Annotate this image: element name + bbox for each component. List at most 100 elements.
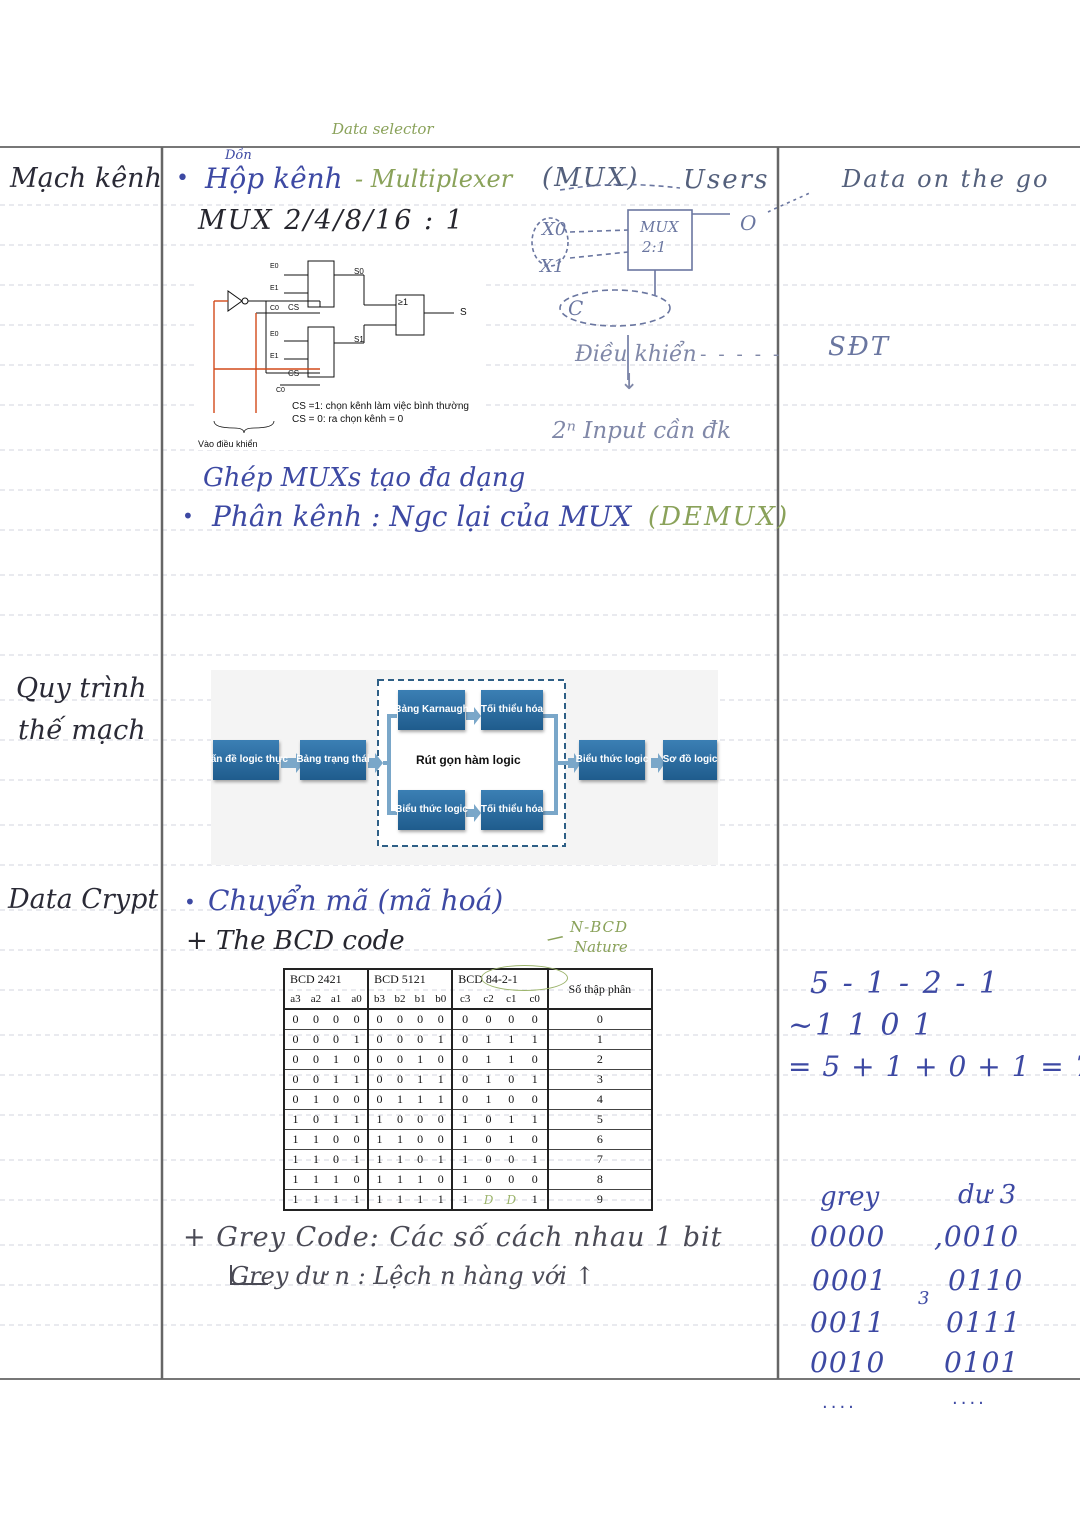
table-cell: 1 [430, 1029, 453, 1050]
table-cell: 0 [326, 1008, 347, 1030]
table-cell: 1 [451, 1149, 478, 1170]
table-cell: 0 [326, 1089, 347, 1110]
table-cell: 0 [346, 1129, 369, 1150]
table-cell: 0 [522, 1008, 548, 1030]
crypt-bullet: Chuyển mã (mã hoá) [208, 884, 504, 917]
table-cell: 0 [283, 1089, 306, 1110]
table-cell: 1 [477, 1069, 500, 1090]
mux-note-2: CS = 0: ra chọn kênh = 0 [292, 414, 404, 425]
table-cell: 1 [499, 1029, 523, 1050]
logic-flow-diagram: Vấn đề logic thực Bảng trạng thái Bảng K… [204, 670, 718, 865]
table-cell: 1 [522, 1109, 548, 1130]
lbl-e0-bottom: E0 [270, 331, 279, 338]
lbl-s1: S1 [354, 335, 364, 344]
table-cell: 9 [546, 1189, 654, 1211]
table-cell: 1 [326, 1169, 347, 1190]
table-cell: 0 [499, 1069, 523, 1090]
table-cell: 0 [410, 1129, 431, 1150]
sketch-box-2: 2:1 [641, 238, 666, 256]
annot-nbcd: N-BCD [570, 918, 628, 936]
lbl-e1-bottom: E1 [270, 353, 279, 360]
table-cell: 1 [451, 1189, 478, 1211]
flow-box-min2: Tối thiểu hóa [481, 790, 543, 830]
table-cell: 0 [546, 1008, 654, 1030]
table-cell: 0 [390, 1109, 411, 1130]
three-mark: 3 [918, 1288, 930, 1309]
lbl-cs-top: CS [288, 303, 300, 312]
sketch-x1: X1 [538, 256, 564, 277]
grey-line: + Grey Code: Các số cách nhau 1 bit [183, 1222, 723, 1253]
calc-line-2: ~1 1 0 1 [788, 1008, 935, 1043]
bcd-subheader-cell: a1 [330, 992, 342, 1005]
table-cell: 0 [410, 1029, 431, 1050]
table-cell: 0 [283, 1029, 306, 1050]
table-cell: 0 [410, 1109, 431, 1130]
table-cell: 1 [326, 1049, 347, 1070]
bullet-icon-3: • [184, 890, 196, 914]
table-cell: 0 [346, 1008, 369, 1030]
table-cell: 0 [367, 1049, 390, 1070]
bcd-subheader-cell: c3 [451, 989, 478, 1009]
lbl-cs-bottom: CS [288, 369, 300, 378]
table-cell: 0 [451, 1069, 478, 1090]
bcd-subheader-cell: a0 [351, 992, 362, 1005]
annot-dieu-khien: Điều khiển [575, 342, 697, 367]
table-cell: 0 [451, 1008, 478, 1030]
table-cell: 1 [346, 1109, 369, 1130]
table-cell: 1 [346, 1069, 369, 1090]
table-cell: 1 [390, 1149, 411, 1170]
table-cell: 0 [346, 1089, 369, 1110]
table-cell: 1 [410, 1089, 431, 1110]
table-cell: 0 [305, 1029, 327, 1050]
mux-heading: Hộp kênh [205, 162, 343, 195]
table-cell: 1 [346, 1149, 369, 1170]
table-cell: 0 [326, 1129, 347, 1150]
table-cell: 0 [390, 1029, 411, 1050]
calc-line-1: 5 - 1 - 2 - 1 [810, 966, 1000, 1001]
table-cell: 1 [346, 1189, 369, 1211]
table-cell: 1 [430, 1189, 453, 1211]
table-cell: 1 [451, 1129, 478, 1150]
table-cell: 1 [522, 1149, 548, 1170]
table-cell: 1 [451, 1109, 478, 1130]
crypt-bcd: + The BCD code [186, 926, 405, 956]
du3-val-2: 0111 [946, 1306, 1022, 1339]
table-cell: 1 [499, 1109, 523, 1130]
table-cell: 0 [326, 1149, 347, 1170]
table-cell: 0 [522, 1169, 548, 1190]
bcd-subheader-cell: a3 [283, 989, 306, 1009]
flow-box-diagram: Sơ đồ logic [663, 740, 717, 780]
table-cell: 0 [326, 1029, 347, 1050]
table-cell: 1 [410, 1169, 431, 1190]
ghep-mux: Ghép MUXs tạo đa dạng [203, 463, 526, 493]
table-cell: 0 [430, 1129, 453, 1150]
bcd-subheader-cell: c2 [483, 992, 494, 1005]
table-cell: 1 [283, 1169, 306, 1190]
table-cell: 1 [346, 1029, 369, 1050]
sketch-out: O [740, 211, 756, 235]
table-cell: 1 [430, 1149, 453, 1170]
table-cell: 1 [326, 1189, 347, 1211]
table-cell: 1 [367, 1149, 390, 1170]
table-cell: 1 [430, 1089, 453, 1110]
grey-val-2: 0011 [810, 1306, 886, 1339]
table-cell: 1 [283, 1149, 306, 1170]
table-cell: 0 [410, 1149, 431, 1170]
mux-circuit-diagram: E0 E1 C0 CS S0 ≥1 S E0 E1 S1 CS C0 CS =1… [196, 253, 485, 450]
annot-sdt: SĐT [828, 332, 891, 362]
flow-box-start: Vấn đề logic thực [204, 740, 288, 780]
corner-mark [230, 1265, 268, 1285]
sketch-c: C [568, 296, 583, 320]
flow-box-karnaugh: Bảng Karnaugh [394, 690, 469, 730]
table-cell: D [499, 1189, 523, 1211]
bcd-subheader-cell: c1 [506, 992, 517, 1005]
lbl-c0-top: C0 [270, 305, 279, 312]
table-cell: 4 [546, 1089, 654, 1110]
table-cell: 0 [283, 1049, 306, 1070]
table-cell: 1 [522, 1029, 548, 1050]
table-cell: 0 [390, 1069, 411, 1090]
mux-abbr: (MUX) [542, 163, 640, 193]
